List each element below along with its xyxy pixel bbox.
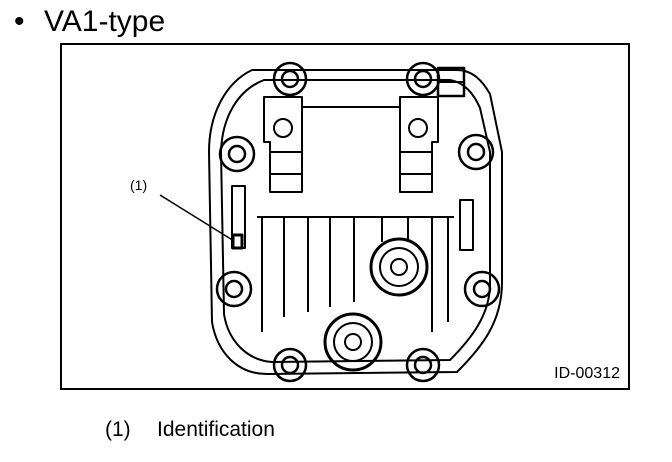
bolt-head [215,270,253,308]
cooling-ribs [257,216,454,332]
legend-number: (1) [105,418,131,441]
right-slot [459,199,474,251]
drain-plug [323,312,383,372]
diagram-frame: ID-00312 [60,43,630,390]
bolt-head [405,61,441,97]
bolt-head [272,347,308,383]
bolt-head [405,347,441,383]
identification-mark [231,233,244,250]
bolt-head [463,270,501,308]
figure-id: ID-00312 [554,365,620,382]
bolt-heads [215,61,501,383]
left-bracket [263,96,303,193]
callout-leader [159,194,235,242]
right-bracket [399,96,439,193]
section-title: VA1-type [44,5,166,38]
differential-cover-diagram [159,61,503,383]
cover-inner-outline [220,79,491,363]
bolt-head [457,133,495,171]
section-heading: • VA1-type [14,2,165,42]
bullet-icon: • [14,5,25,38]
legend-label: Identification [157,418,275,441]
filler-plug [369,237,429,297]
callout-label: (1) [130,177,148,193]
legend: (1) Identification [105,418,275,442]
bolt-head [218,135,256,173]
bolt-head [272,61,308,97]
cover-outline [208,69,503,375]
